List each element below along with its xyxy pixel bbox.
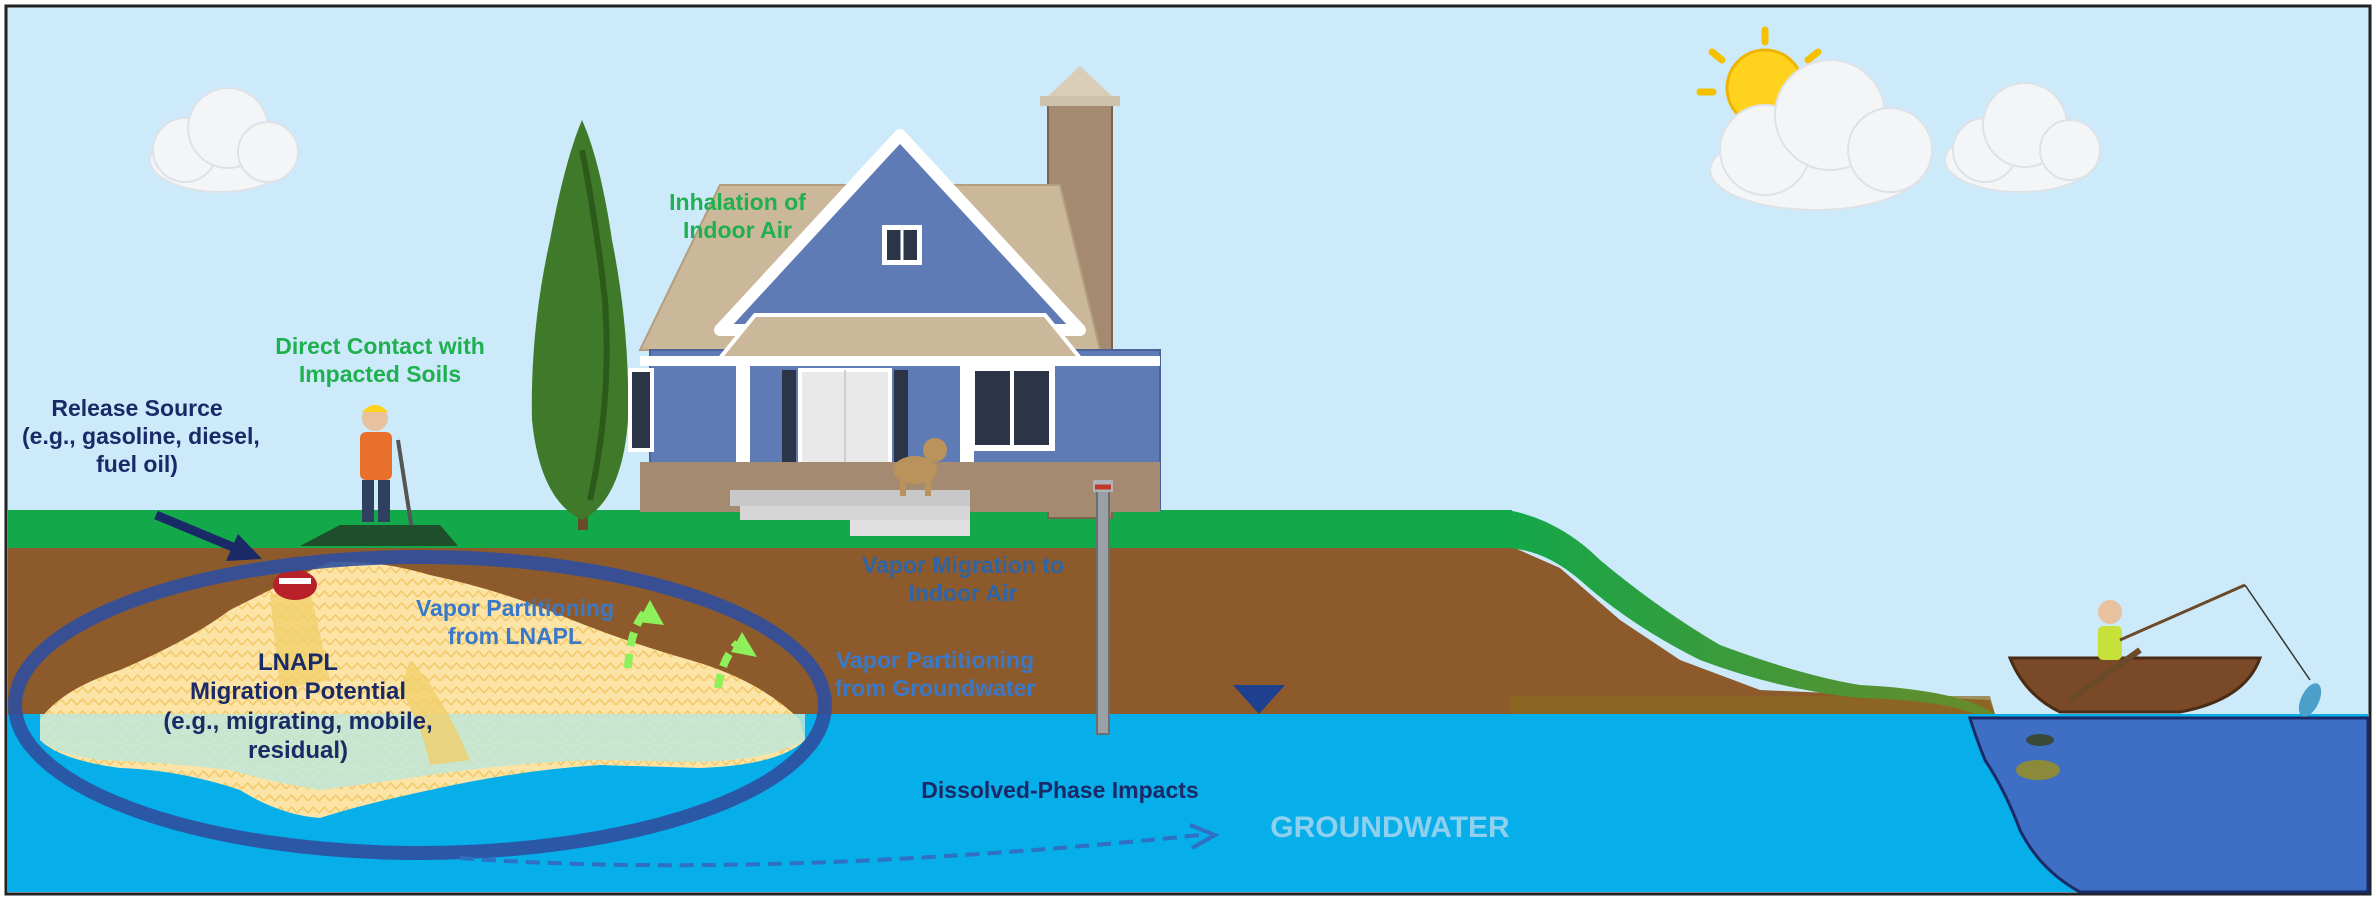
capillary-fringe <box>1510 696 1995 714</box>
cloud-icon <box>149 87 299 193</box>
vapor-migration-line-1: Vapor Migration to <box>862 552 1064 578</box>
direct-contact-label: Direct Contact with Impacted Soils <box>255 332 505 388</box>
direct-contact-line-1: Direct Contact with <box>275 333 485 359</box>
inhalation-line-2: Indoor Air <box>682 217 793 244</box>
groundwater-label: GROUNDWATER <box>1270 811 1510 844</box>
cloud-icon <box>1944 82 2101 193</box>
fisher <box>2068 583 2311 703</box>
release-source-line-3: fuel oil) <box>96 451 178 478</box>
vapor-partitioning-groundwater-label: Vapor Partitioning from Groundwater <box>815 646 1055 702</box>
release-source-label: Release Source (e.g., gasoline, diesel, … <box>22 394 260 478</box>
source-column <box>270 590 330 690</box>
inhalation-line-1: Inhalation of <box>669 189 806 215</box>
inhalation-label: Inhalation of Indoor Air <box>665 188 810 244</box>
vapor-groundwater-line-1: Vapor Partitioning <box>835 647 1035 673</box>
lnapl-line-1: LNAPL <box>258 649 338 676</box>
dissolved-phase-label: Dissolved-Phase Impacts <box>921 777 1199 803</box>
dissolved-arrow-head <box>1189 823 1220 850</box>
lnapl-finger <box>400 660 470 765</box>
monitoring-well <box>1093 480 1113 735</box>
surface-water <box>1967 716 2370 894</box>
vapor-migration-line-2: Indoor Air <box>908 580 1018 607</box>
cloud-icon <box>1709 59 1933 211</box>
lnapl-line-4: residual) <box>247 736 349 764</box>
dog <box>893 438 947 496</box>
vapor-lnapl-line-2: from LNAPL <box>447 623 583 650</box>
cypress-tree <box>531 120 629 530</box>
lnapl-line-3: (e.g., migrating, mobile, <box>163 707 433 735</box>
vapor-migration-label: Vapor Migration to Indoor Air <box>838 551 1088 607</box>
worker <box>300 405 458 546</box>
direct-contact-line-2: Impacted Soils <box>298 361 462 388</box>
release-source-line-2: (e.g., gasoline, diesel, <box>22 423 260 450</box>
grass-bank <box>1508 510 1995 714</box>
vapor-partitioning-lnapl-label: Vapor Partitioning from LNAPL <box>395 594 635 650</box>
release-source-tank <box>273 570 317 600</box>
fish-icon <box>2016 683 2322 780</box>
lnapl-label: LNAPL Migration Potential (e.g., migrati… <box>148 648 448 765</box>
vapor-arrow-1-head <box>638 600 664 625</box>
lnapl-highlight-ellipse <box>8 550 832 860</box>
house <box>628 66 1161 536</box>
vapor-groundwater-line-2: from Groundwater <box>834 675 1036 702</box>
water-table-marker <box>1233 685 1285 714</box>
release-source-line-1: Release Source <box>51 395 223 421</box>
dissolved-plume-arrow <box>459 833 1201 868</box>
vapor-arrow-2-head <box>731 632 757 657</box>
lnapl-line-2: Migration Potential <box>190 678 406 706</box>
lnapl-smear-zone <box>40 714 805 790</box>
vapor-lnapl-line-1: Vapor Partitioning <box>415 595 615 621</box>
release-arrow <box>154 510 262 561</box>
